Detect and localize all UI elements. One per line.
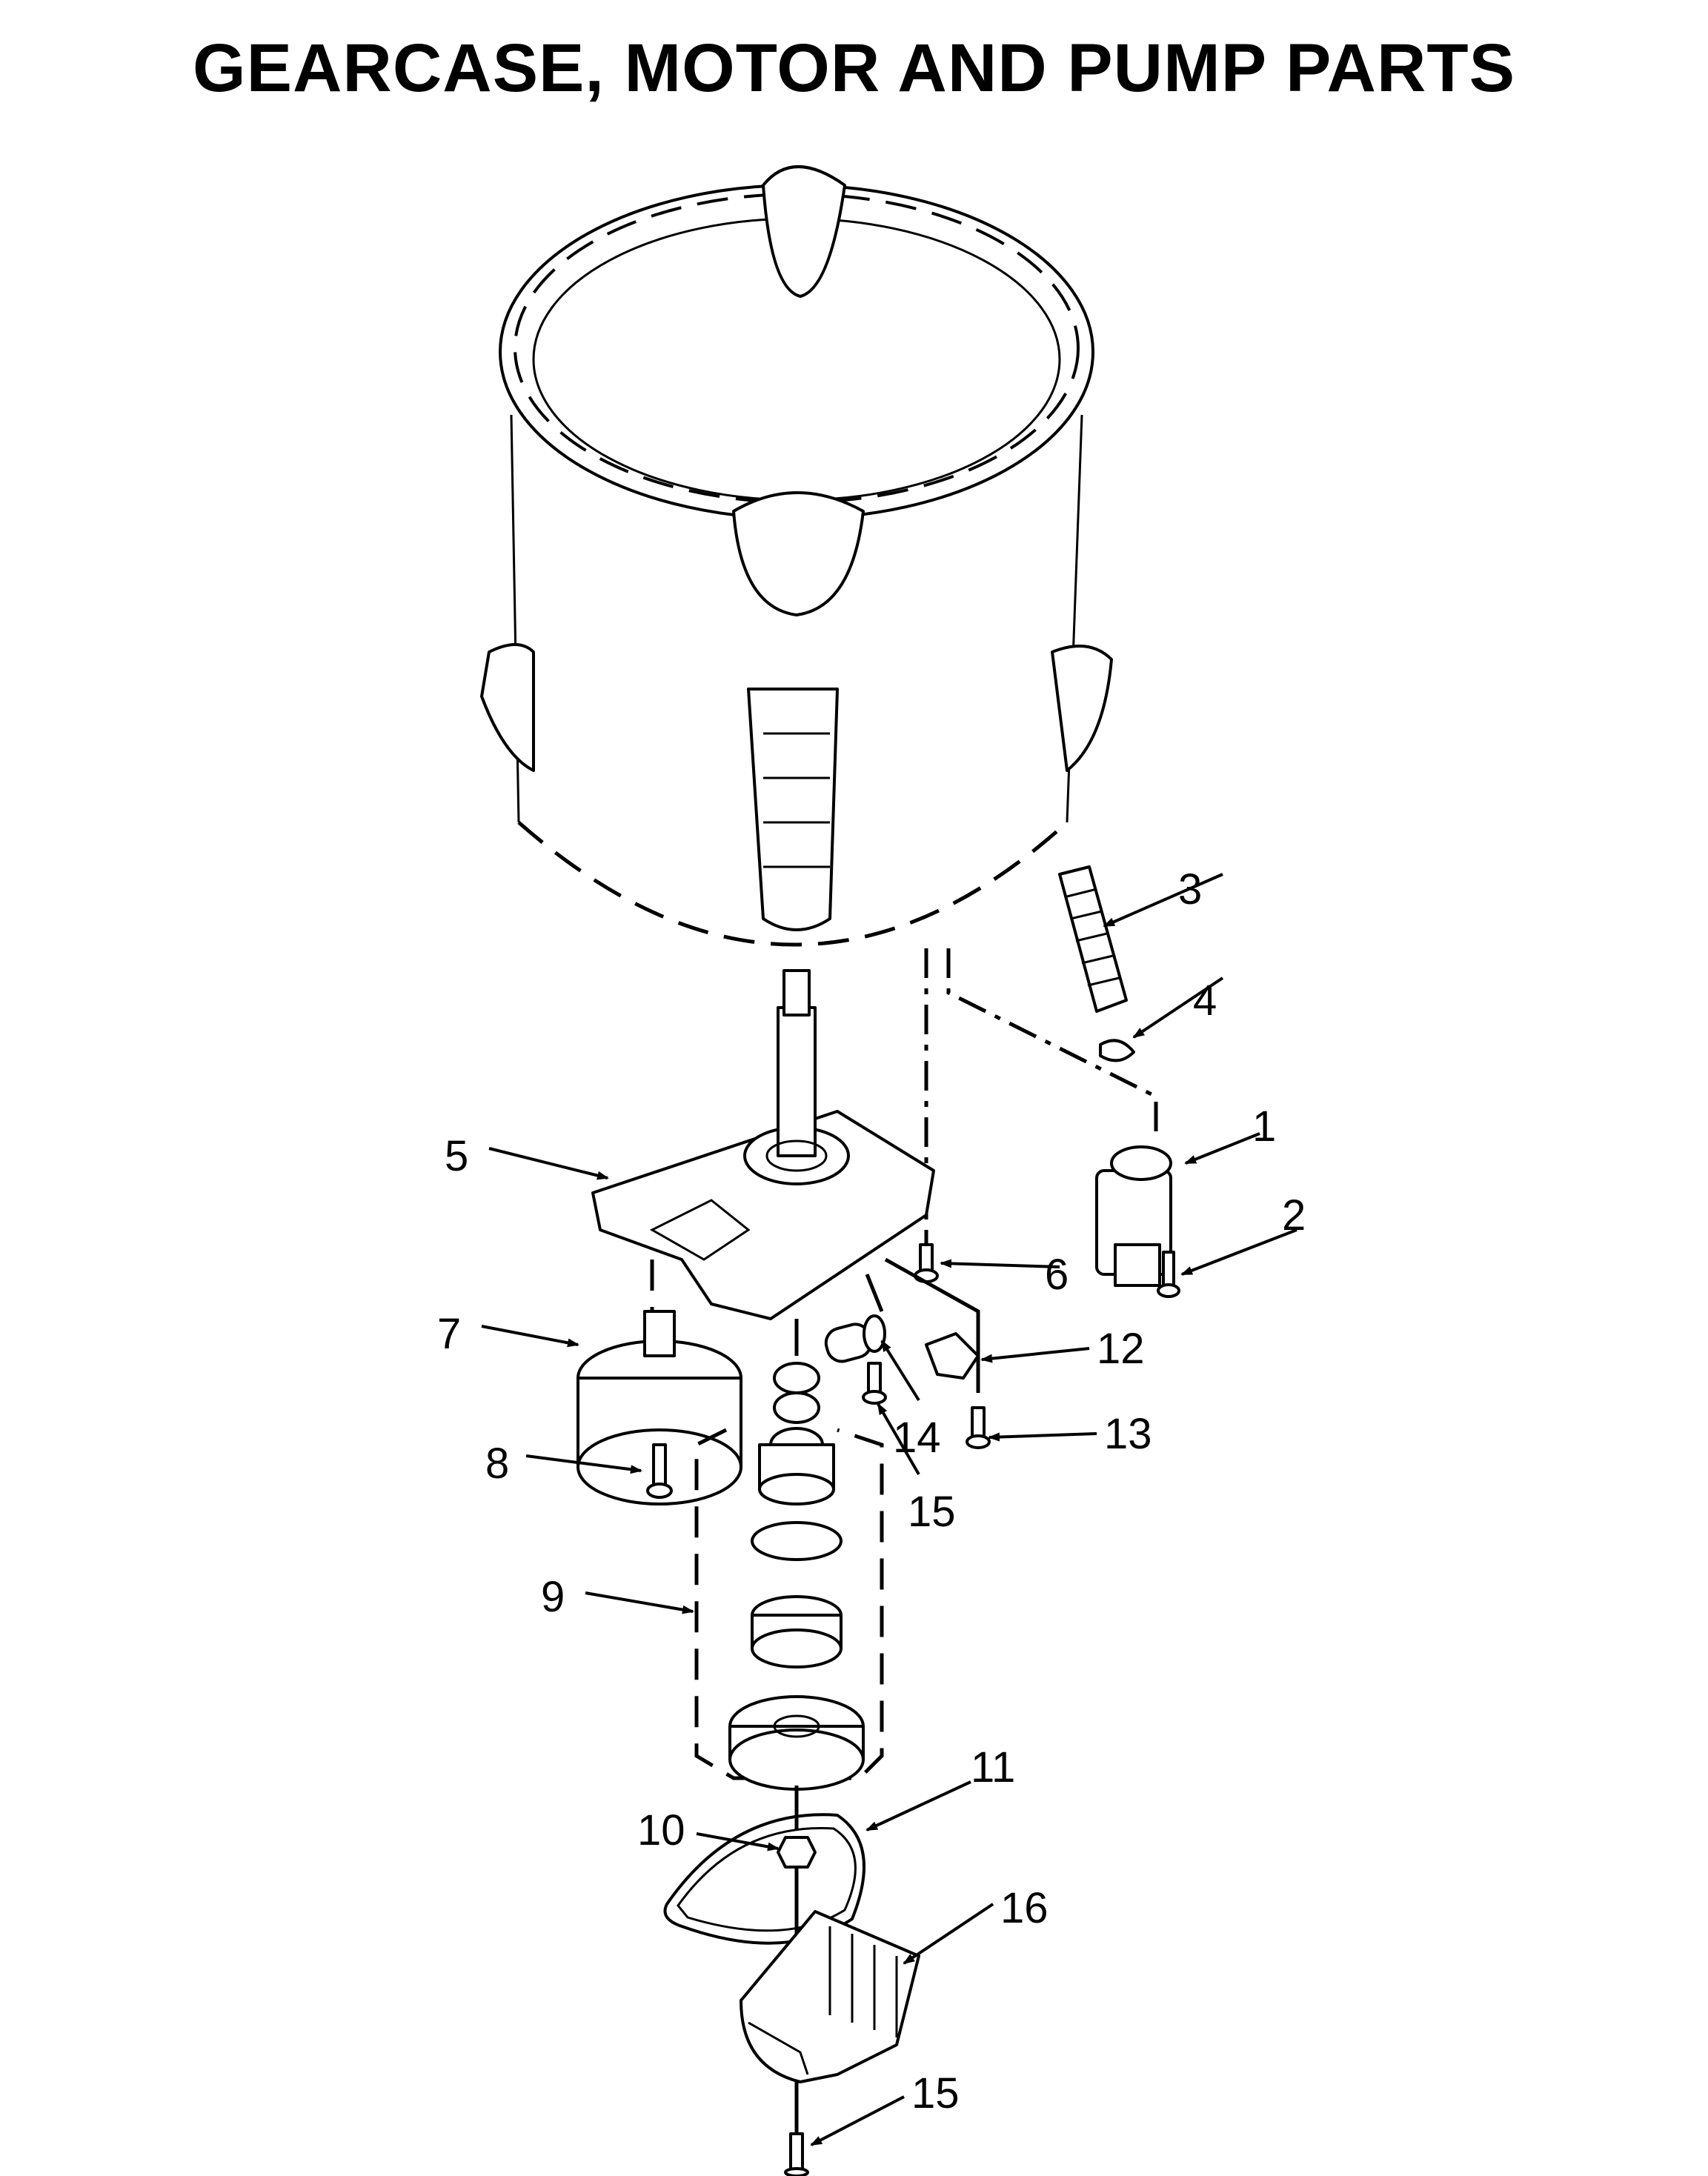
motor-screw: [646, 1443, 673, 1499]
page-title: GEARCASE, MOTOR AND PUMP PARTS: [193, 30, 1515, 106]
pulley-kit: [694, 1319, 884, 1791]
gearcase-plate: [591, 969, 935, 1320]
drive-belt: [663, 1813, 865, 1945]
callout-7: 7: [437, 1310, 461, 1358]
capacitor-screw: [862, 1362, 887, 1405]
callout-14: 14: [893, 1414, 941, 1462]
callout-13: 13: [1104, 1410, 1152, 1458]
callout-2: 2: [1282, 1191, 1306, 1240]
lid-switch: [925, 1332, 980, 1380]
drain-hose: [1058, 865, 1128, 1013]
callout-5: 5: [445, 1132, 468, 1180]
outer-tub: [480, 165, 1113, 947]
callout-9: 9: [541, 1573, 565, 1621]
switch-screw: [966, 1406, 991, 1449]
callout-1: 1: [1252, 1102, 1276, 1151]
callout-3: 3: [1178, 865, 1202, 914]
callout-16: 16: [1000, 1884, 1049, 1932]
callout-11: 11: [971, 1743, 1015, 1791]
hose-clamp: [1099, 1039, 1135, 1062]
callout-12: 12: [1097, 1325, 1145, 1373]
gearcase-screw: [914, 1243, 939, 1283]
pulley-nut: [777, 1836, 817, 1869]
motor-shield: [740, 1910, 920, 2083]
pump-screw: [1157, 1251, 1180, 1298]
drain-pump: [1095, 1145, 1172, 1287]
callout-4: 4: [1193, 976, 1217, 1025]
callout-15-upper: 15: [908, 1488, 956, 1536]
callout-10: 10: [637, 1806, 685, 1854]
leader-lines: [481, 873, 1297, 2146]
callout-15-lower: 15: [911, 2069, 960, 2117]
capacitor: [824, 1314, 886, 1363]
shield-screw: [784, 2132, 809, 2176]
callout-8: 8: [485, 1440, 509, 1488]
callout-6: 6: [1045, 1251, 1069, 1299]
